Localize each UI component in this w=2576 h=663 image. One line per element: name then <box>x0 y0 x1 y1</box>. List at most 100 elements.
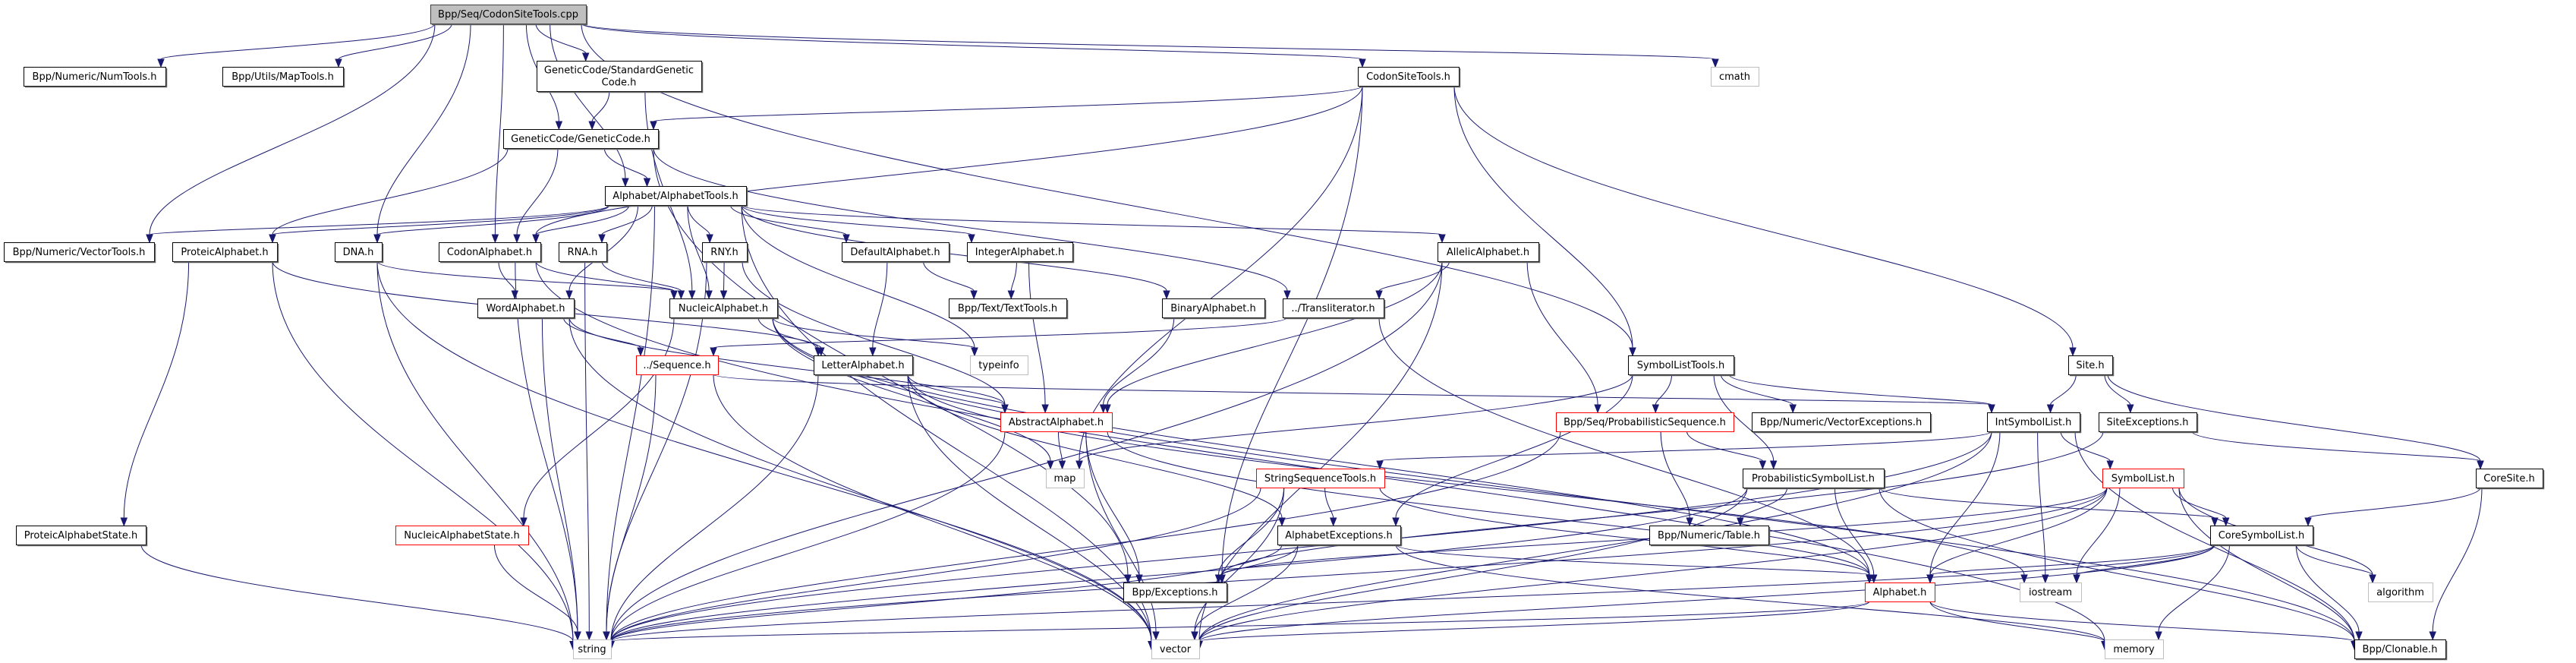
node-label: string <box>578 644 606 655</box>
arrowhead-icon <box>1652 404 1660 414</box>
node-nucleicalpha[interactable]: NucleicAlphabet.h <box>669 298 779 320</box>
arrowhead-icon <box>1789 404 1797 414</box>
node-proteic[interactable]: ProteicAlphabet.h <box>172 242 279 264</box>
node-alphabettools[interactable]: Alphabet/AlphabetTools.h <box>605 186 748 207</box>
node-box <box>669 298 778 318</box>
node-nucleicstate[interactable]: NucleicAlphabetState.h <box>395 526 529 545</box>
node-map[interactable]: map <box>1046 469 1085 488</box>
node-table[interactable]: Bpp/Numeric/Table.h <box>1649 526 1771 547</box>
node-coresite[interactable]: CoreSite.h <box>2476 469 2545 490</box>
edge-line <box>140 544 574 642</box>
node-shadow <box>479 300 576 320</box>
node-symbollisttools[interactable]: SymbolListTools.h <box>1628 355 1736 377</box>
node-binaryalpha[interactable]: BinaryAlphabet.h <box>1162 298 1267 320</box>
node-string[interactable]: string <box>573 639 612 659</box>
node-rna[interactable]: RNA.h <box>559 242 609 264</box>
edge-line <box>1929 601 2105 642</box>
arrowhead-icon <box>1870 574 1878 584</box>
edge-probseq-to-table <box>1660 431 1693 527</box>
arrowhead-icon <box>650 121 657 131</box>
edge-probsymlist-to-table <box>1737 487 1788 527</box>
node-coresymlist[interactable]: CoreSymbolList.h <box>2210 526 2315 547</box>
node-siteexc[interactable]: SiteExceptions.h <box>2099 412 2199 434</box>
edge-line <box>1221 431 2104 576</box>
edge-line <box>149 204 610 235</box>
node-root[interactable]: Bpp/Seq/CodonSiteTools.cpp <box>430 5 588 26</box>
node-box <box>949 298 1067 318</box>
node-symbollist[interactable]: SymbolList.h <box>2102 469 2184 488</box>
edge-root-to-codonalpha <box>491 23 504 244</box>
arrowhead-icon <box>1376 460 1384 470</box>
edge-line <box>1198 487 1748 642</box>
node-cmath[interactable]: cmath <box>1711 67 1759 87</box>
edge-line <box>581 23 1363 60</box>
edge-geneticcode-to-codonalpha <box>513 147 559 244</box>
node-typeinfo[interactable]: typeinfo <box>970 355 1028 375</box>
node-proteicstate[interactable]: ProteicAlphabetState.h <box>16 526 148 547</box>
edge-line <box>741 204 1167 292</box>
node-box <box>702 242 748 262</box>
arrowhead-icon <box>1163 290 1170 300</box>
node-allelic[interactable]: AllelicAlphabet.h <box>1438 242 1541 264</box>
node-shadow <box>1651 527 1771 547</box>
node-box <box>2099 412 2197 432</box>
node-codonalpha[interactable]: CodonAlphabet.h <box>439 242 543 264</box>
edge-line <box>1929 487 2108 576</box>
edge-line <box>1878 487 2215 519</box>
edge-line <box>1453 85 1633 349</box>
edge-line <box>2060 431 2111 462</box>
node-box <box>2105 639 2164 659</box>
node-box <box>1151 639 1200 659</box>
node-texttools[interactable]: Bpp/Text/TextTools.h <box>949 298 1069 320</box>
node-intsymbollist[interactable]: IntSymbolList.h <box>1987 412 2082 434</box>
node-numtools[interactable]: Bpp/Numeric/NumTools.h <box>24 67 168 88</box>
node-alphabet[interactable]: Alphabet.h <box>1865 582 1935 602</box>
node-algorithm[interactable]: algorithm <box>2368 582 2433 602</box>
edge-line <box>1079 374 1633 462</box>
edge-line <box>610 601 1870 642</box>
node-box <box>1123 582 1227 602</box>
node-abstractalpha[interactable]: AbstractAlphabet.h <box>1000 412 1113 432</box>
node-label: NucleicAlphabet.h <box>679 303 768 314</box>
node-iostream[interactable]: iostream <box>2020 582 2082 602</box>
node-codonsitetools[interactable]: CodonSiteTools.h <box>1358 67 1461 88</box>
arrowhead-icon <box>720 290 728 300</box>
edge-line <box>562 317 641 349</box>
node-clonable[interactable]: Bpp/Clonable.h <box>2354 639 2448 661</box>
edge-line <box>1929 601 2355 642</box>
node-vecexc[interactable]: Bpp/Numeric/VectorExceptions.h <box>1752 412 1932 434</box>
arrowhead-icon <box>1041 404 1049 414</box>
node-label: Bpp/Numeric/VectorExceptions.h <box>1760 417 1922 428</box>
node-site[interactable]: Site.h <box>2068 355 2115 377</box>
node-vectortools[interactable]: Bpp/Numeric/VectorTools.h <box>4 242 156 264</box>
node-dna[interactable]: DNA.h <box>335 242 384 264</box>
edge-root-to-alphabettools <box>550 23 629 188</box>
node-alphaexc[interactable]: AlphabetExceptions.h <box>1277 526 1403 547</box>
edge-line <box>907 374 2025 576</box>
edge-line <box>2074 431 2355 642</box>
node-probsymlist[interactable]: ProbabilisticSymbolList.h <box>1743 469 1886 490</box>
node-sequence[interactable]: ../Sequence.h <box>636 355 719 375</box>
node-vector[interactable]: vector <box>1151 639 1200 659</box>
node-exceptions[interactable]: Bpp/Exceptions.h <box>1123 582 1229 604</box>
node-translit[interactable]: ../Transliterator.h <box>1283 298 1386 320</box>
arrowhead-icon <box>670 290 678 300</box>
node-shadow <box>336 244 384 264</box>
edge-line <box>2191 431 2481 462</box>
edge-alphabettools-to-codonalpha <box>532 204 630 244</box>
node-defaultalpha[interactable]: DefaultAlphabet.h <box>842 242 951 264</box>
node-maptools[interactable]: Bpp/Utils/MapTools.h <box>222 67 345 88</box>
node-label: memory <box>2113 644 2155 655</box>
node-geneticcode[interactable]: GeneticCode/GeneticCode.h <box>503 129 660 150</box>
edge-geneticcode-to-translit <box>653 147 1291 300</box>
node-letteralpha[interactable]: LetterAlphabet.h <box>814 355 915 377</box>
node-memory[interactable]: memory <box>2105 639 2164 659</box>
node-box <box>970 355 1028 375</box>
node-rny[interactable]: RNY.h <box>702 242 749 264</box>
arrowhead-icon <box>869 347 877 357</box>
node-integeralpha[interactable]: IntegerAlphabet.h <box>967 242 1075 264</box>
node-probseq[interactable]: Bpp/Seq/ProbabilisticSequence.h <box>1556 412 1734 432</box>
node-wordalpha[interactable]: WordAlphabet.h <box>477 298 576 320</box>
node-stringseqtools[interactable]: StringSequenceTools.h <box>1256 469 1385 488</box>
